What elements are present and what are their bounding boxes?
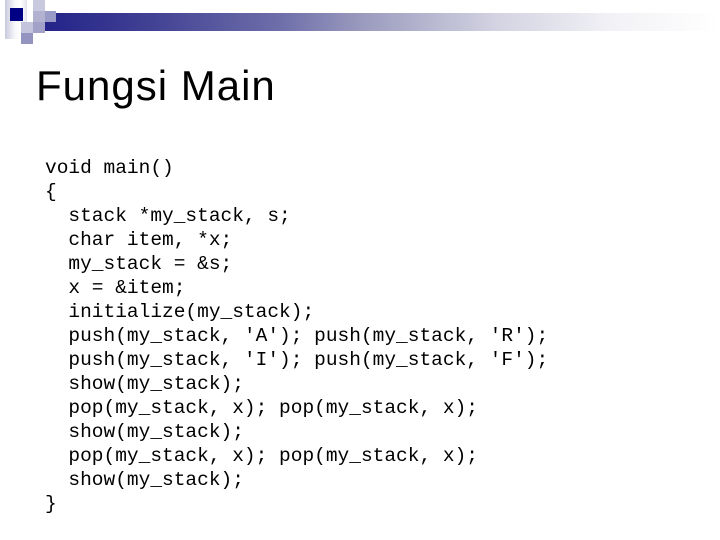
code-line: } (45, 493, 57, 515)
header-gradient-bar (43, 13, 720, 31)
code-line: push(my_stack, 'A'); push(my_stack, 'R')… (45, 325, 549, 347)
code-line: stack *my_stack, s; (45, 205, 291, 227)
code-line: x = &item; (45, 277, 186, 299)
deco-navy-square (10, 8, 23, 21)
deco-square-mid-2 (33, 22, 45, 33)
deco-square-deep (21, 33, 33, 44)
code-line: initialize(my_stack); (45, 301, 315, 323)
code-line: show(my_stack); (45, 421, 244, 443)
code-line: my_stack = &s; (45, 253, 233, 275)
code-line: char item, *x; (45, 229, 233, 251)
code-line: show(my_stack); (45, 373, 244, 395)
code-block: void main() { stack *my_stack, s; char i… (45, 156, 548, 516)
deco-square-light-2 (33, 11, 45, 22)
code-line: push(my_stack, 'I'); push(my_stack, 'F')… (45, 349, 549, 371)
code-line: pop(my_stack, x); pop(my_stack, x); (45, 445, 478, 467)
code-line: pop(my_stack, x); pop(my_stack, x); (45, 397, 478, 419)
deco-square-mid (45, 11, 56, 22)
deco-square-light-3 (21, 22, 33, 33)
slide-title: Fungsi Main (36, 62, 276, 109)
code-line: { (45, 181, 57, 203)
deco-square-light (33, 0, 45, 11)
code-line: show(my_stack); (45, 469, 244, 491)
code-line: void main() (45, 157, 174, 179)
deco-vertical-bar (5, 0, 27, 39)
